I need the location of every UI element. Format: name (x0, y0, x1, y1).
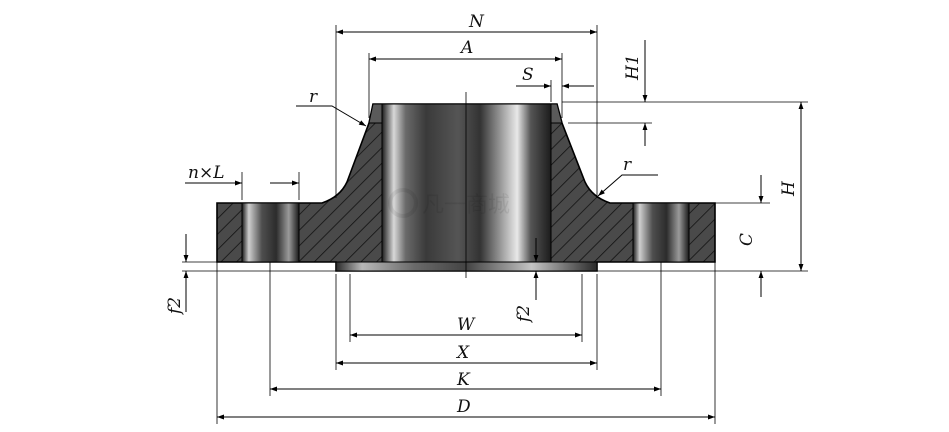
dim-S: S (522, 65, 534, 85)
dim-nxL: n×L (188, 163, 224, 183)
svg-text:凡一商城: 凡一商城 (422, 193, 510, 218)
dim-K: K (456, 370, 471, 390)
dim-H: H (779, 180, 799, 197)
bolt-hole-right (632, 202, 690, 263)
bore (381, 103, 552, 263)
watermark: 凡一商城 (388, 188, 510, 218)
dim-r-right: r (623, 155, 632, 175)
dim-D: D (456, 397, 471, 417)
dim-H1: H1 (623, 54, 643, 81)
dim-N: N (468, 12, 485, 32)
bolt-hole-left (241, 202, 300, 263)
dim-C: C (737, 233, 757, 246)
dim-W: W (457, 315, 476, 335)
dim-f2-left: f2 (165, 297, 185, 316)
dim-f2-center: f2 (514, 305, 534, 324)
dim-r-top: r (309, 87, 318, 107)
dim-A: A (459, 38, 473, 58)
raised-face (335, 261, 598, 272)
dim-X: X (455, 343, 470, 363)
